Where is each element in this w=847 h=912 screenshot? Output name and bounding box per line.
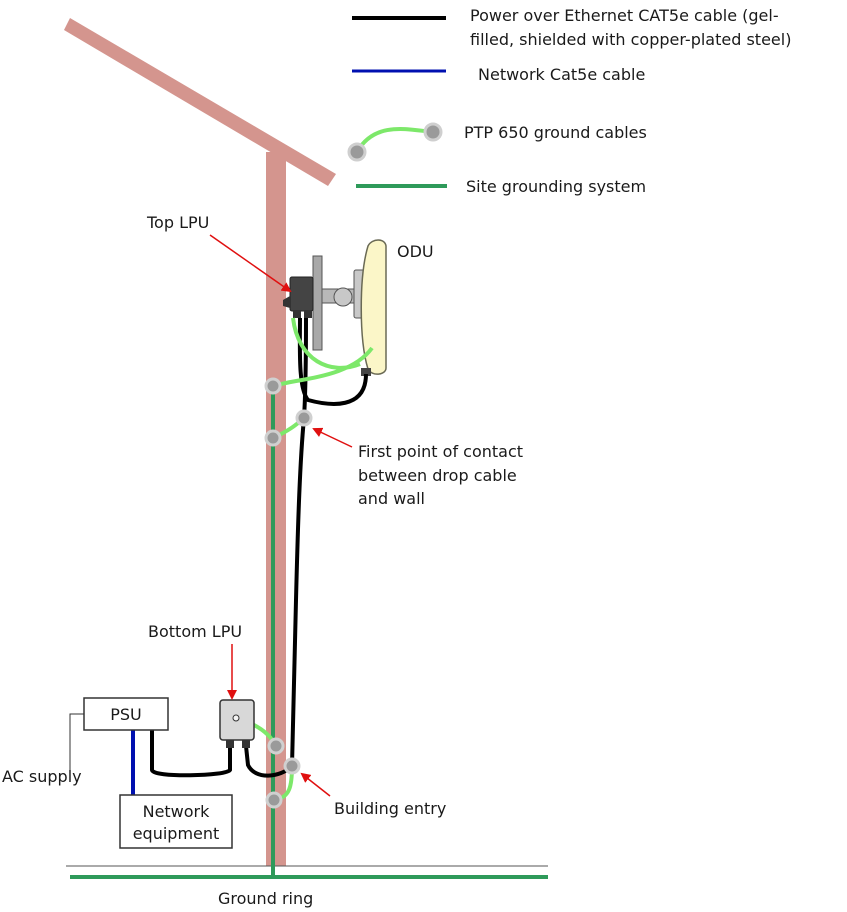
network-equipment-label: Network — [143, 802, 211, 821]
bond-point-bottom-lpu — [269, 739, 283, 753]
legend-poe-label-line2: filled, shielded with copper-plated stee… — [470, 30, 791, 49]
bond-point-building-entry — [285, 759, 299, 773]
odu-assembly — [322, 240, 386, 376]
top-lpu-label: Top LPU — [146, 213, 209, 232]
legend-ground-cable-swatch — [357, 129, 433, 152]
bottom-lpu-label: Bottom LPU — [148, 622, 242, 641]
ac-supply-wire — [70, 714, 84, 770]
top-lpu-assembly — [283, 256, 322, 350]
psu-label: PSU — [110, 705, 142, 724]
first-contact-label-line3: and wall — [358, 489, 425, 508]
bond-point-first-contact-cable — [297, 411, 311, 425]
top-lpu-gland-2 — [304, 311, 312, 318]
mounting-bracket — [313, 256, 322, 350]
labels: Top LPU ODU First point of contact betwe… — [2, 213, 523, 908]
roof — [64, 18, 336, 186]
first-contact-label-line2: between drop cable — [358, 466, 517, 485]
legend-ground-cable-end-left — [349, 144, 365, 160]
building-entry-label: Building entry — [334, 799, 446, 818]
ground-cable-top-lpu — [293, 318, 360, 368]
bottom-lpu-ground-stud — [233, 715, 239, 721]
arrow-first-contact — [314, 429, 352, 447]
bottom-lpu-gland-right — [242, 740, 250, 748]
network-equipment-label-line2: equipment — [133, 824, 220, 843]
legend-ground-cable-label: PTP 650 ground cables — [464, 123, 647, 142]
bond-point-ground-entry — [267, 793, 281, 807]
ground-ring-label: Ground ring — [218, 889, 313, 908]
bottom-lpu-gland-left — [226, 740, 234, 748]
wall — [266, 152, 286, 866]
legend-network-label: Network Cat5e cable — [478, 65, 645, 84]
legend: Power over Ethernet CAT5e cable (gel- fi… — [349, 6, 791, 196]
top-lpu-gland — [293, 311, 301, 318]
arrow-building-entry — [302, 774, 330, 796]
odu-mount-pivot — [334, 288, 352, 306]
legend-site-ground-label: Site grounding system — [466, 177, 646, 196]
ac-supply-label: AC supply — [2, 767, 82, 786]
bond-point-odu — [266, 379, 280, 393]
poe-cable-psu-to-lpu — [152, 728, 230, 775]
bond-point-first-contact-wall — [266, 431, 280, 445]
legend-ground-cable-end-right — [425, 124, 441, 140]
bottom-lpu-assembly — [220, 700, 254, 748]
poe-drop-cable — [292, 318, 306, 766]
top-lpu — [290, 277, 313, 311]
legend-poe-label: Power over Ethernet CAT5e cable (gel- — [470, 6, 779, 25]
odu-label: ODU — [397, 242, 434, 261]
first-contact-label: First point of contact — [358, 442, 523, 461]
